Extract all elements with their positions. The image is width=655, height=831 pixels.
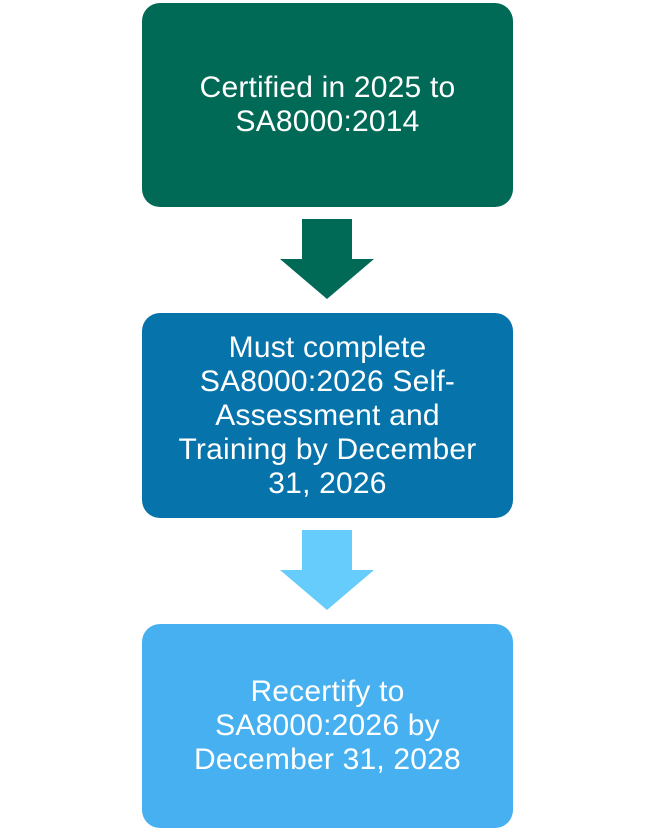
step-box-certified: Certified in 2025 to SA8000:2014	[142, 3, 513, 207]
step-text-certified: Certified in 2025 to SA8000:2014	[199, 71, 456, 138]
step-box-self-assessment: Must complete SA8000:2026 Self-Assessmen…	[142, 313, 513, 518]
step-box-recertify: Recertify to SA8000:2026 by December 31,…	[142, 624, 513, 828]
down-arrow-icon	[280, 219, 374, 299]
down-arrow-icon	[280, 530, 374, 610]
down-arrow-shape	[280, 530, 374, 610]
down-arrow-shape	[280, 219, 374, 299]
step-text-self-assessment: Must complete SA8000:2026 Self-Assessmen…	[178, 330, 477, 500]
step-text-recertify: Recertify to SA8000:2026 by December 31,…	[194, 675, 461, 776]
